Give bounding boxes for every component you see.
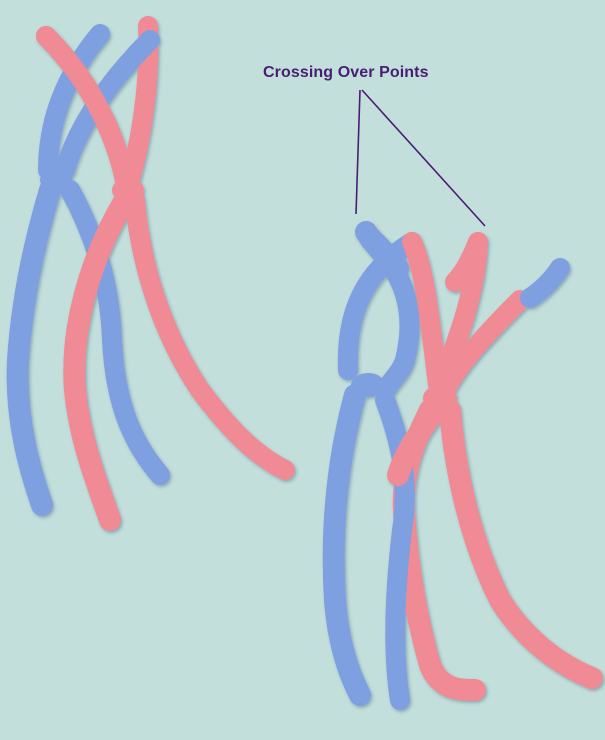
crossing-over-pointers — [356, 90, 485, 226]
pink-chromatid-lower-b — [135, 200, 285, 470]
blue-tip-left — [366, 232, 398, 268]
crossing-over-points-label: Crossing Over Points — [263, 64, 429, 82]
blue-tips-exchanged — [530, 268, 560, 298]
blue-chromatid-lower-c — [334, 395, 360, 695]
homologous-pair-after — [334, 232, 592, 700]
blue-tip-upper-left — [366, 232, 398, 268]
blue-tip-upper-right — [530, 268, 560, 298]
pointer-line-left — [356, 90, 360, 214]
blue-centromere-left — [40, 169, 72, 191]
homologous-pair-before — [18, 26, 285, 520]
pointer-line-right — [362, 90, 485, 226]
blue-chromatid-lower-a — [18, 190, 50, 505]
pink-chromatid-lower-d — [450, 410, 592, 678]
